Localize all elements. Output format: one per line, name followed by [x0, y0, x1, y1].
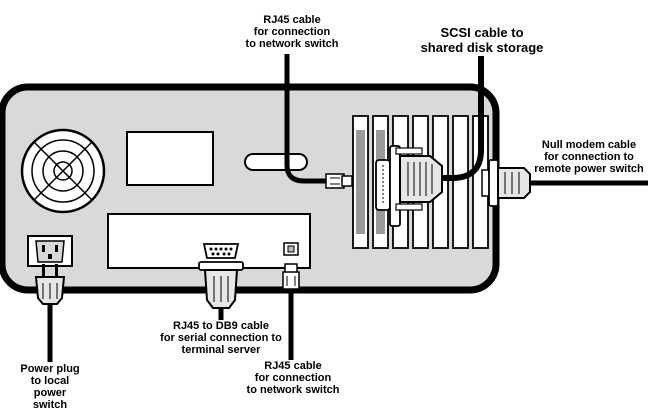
scsi-cable: [375, 56, 484, 227]
rj45-top-cable: [284, 54, 353, 189]
label-null-modem: Null modem cable for connection to remot…: [534, 139, 644, 175]
label-rj45-bottom: RJ45 cable for connection to network swi…: [246, 360, 340, 396]
null-modem-cable: [481, 159, 648, 207]
fan-grill: [20, 128, 106, 214]
power-plug: [34, 264, 66, 362]
label-scsi: SCSI cable to shared disk storage: [420, 25, 544, 55]
rj45-bottom-cable: [282, 263, 300, 360]
label-rj45-db9: RJ45 to DB9 cable for serial connection …: [160, 320, 282, 356]
label-power-plug: Power plug to local power switch: [20, 363, 80, 411]
db9-serial-port: [202, 243, 240, 259]
label-rj45-top: RJ45 cable for connection to network swi…: [245, 14, 339, 50]
io-panel: [107, 213, 311, 269]
rj45-port: [283, 242, 299, 256]
power-inlet: [27, 235, 73, 267]
rj45-db9-cable: [198, 261, 244, 320]
vent-slot: [244, 153, 308, 171]
blank-plate: [126, 131, 214, 186]
